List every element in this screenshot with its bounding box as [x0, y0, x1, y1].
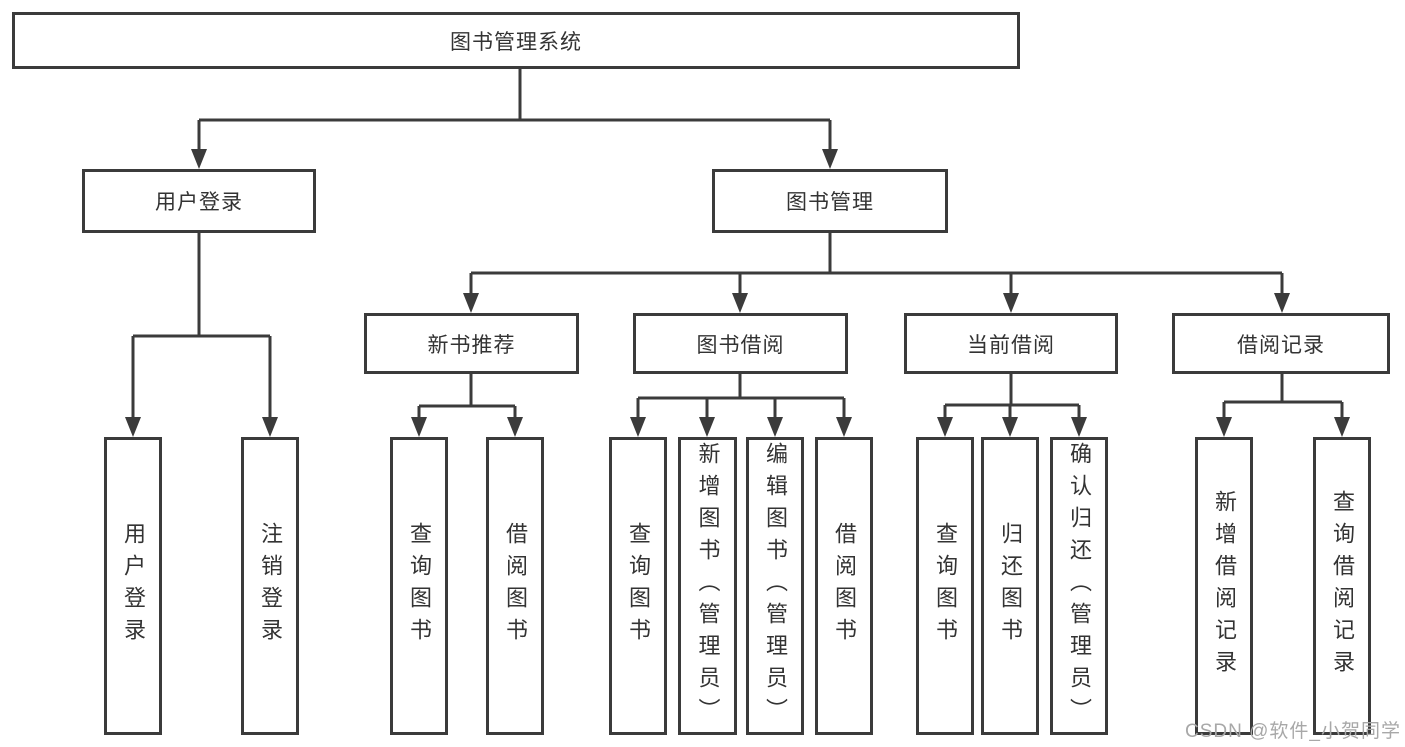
node-label: 用户登录: [155, 191, 243, 214]
leaf-add-book-admin: 新增图书（管理员）: [678, 437, 737, 735]
leaf-borrow-query-book: 查询图书: [609, 437, 667, 735]
leaf-label: 确认归还（管理员）: [1067, 442, 1092, 730]
leaf-label: 注销登录: [258, 522, 283, 650]
leaf-label: 查询借阅记录: [1330, 490, 1355, 682]
node-book-borrow: 图书借阅: [633, 313, 848, 374]
node-root-label: 图书管理系统: [450, 30, 582, 54]
watermark-text: CSDN @软件_小贺同学: [1185, 721, 1401, 742]
leaf-user-login: 用户登录: [104, 437, 162, 735]
leaf-return-book: 归还图书: [981, 437, 1039, 735]
node-label: 图书管理: [786, 191, 874, 214]
node-borrow-record: 借阅记录: [1172, 313, 1390, 374]
leaf-edit-book-admin: 编辑图书（管理员）: [746, 437, 804, 735]
node-user-login: 用户登录: [82, 169, 316, 233]
connector-path: [131, 69, 1344, 420]
leaf-label: 归还图书: [998, 522, 1023, 650]
leaf-confirm-return-admin: 确认归还（管理员）: [1050, 437, 1108, 735]
node-current-borrow: 当前借阅: [904, 313, 1118, 374]
leaf-label: 借阅图书: [503, 522, 528, 650]
leaf-current-query-book: 查询图书: [916, 437, 974, 735]
leaf-add-borrow-record: 新增借阅记录: [1195, 437, 1253, 735]
leaf-label: 查询图书: [626, 522, 651, 650]
node-new-book-recommend: 新书推荐: [364, 313, 579, 374]
leaf-recommend-query-book: 查询图书: [390, 437, 448, 735]
leaf-recommend-borrow-book: 借阅图书: [486, 437, 544, 735]
leaf-label: 查询图书: [933, 522, 958, 650]
node-book-management: 图书管理: [712, 169, 948, 233]
leaf-label: 借阅图书: [832, 522, 857, 650]
leaf-label: 查询图书: [407, 522, 432, 650]
arrowheads: [125, 149, 1350, 437]
leaf-label: 新增借阅记录: [1212, 490, 1237, 682]
leaf-label: 编辑图书（管理员）: [763, 442, 788, 730]
node-label: 当前借阅: [967, 333, 1055, 357]
node-root: 图书管理系统: [12, 12, 1020, 69]
node-label: 图书借阅: [696, 333, 785, 357]
leaf-label: 用户登录: [121, 522, 146, 650]
leaf-label: 新增图书（管理员）: [695, 442, 721, 730]
node-label: 新书推荐: [427, 333, 516, 357]
leaf-query-borrow-record: 查询借阅记录: [1313, 437, 1371, 735]
leaf-logout: 注销登录: [241, 437, 299, 735]
node-label: 借阅记录: [1237, 333, 1325, 357]
leaf-borrow-book: 借阅图书: [815, 437, 873, 735]
